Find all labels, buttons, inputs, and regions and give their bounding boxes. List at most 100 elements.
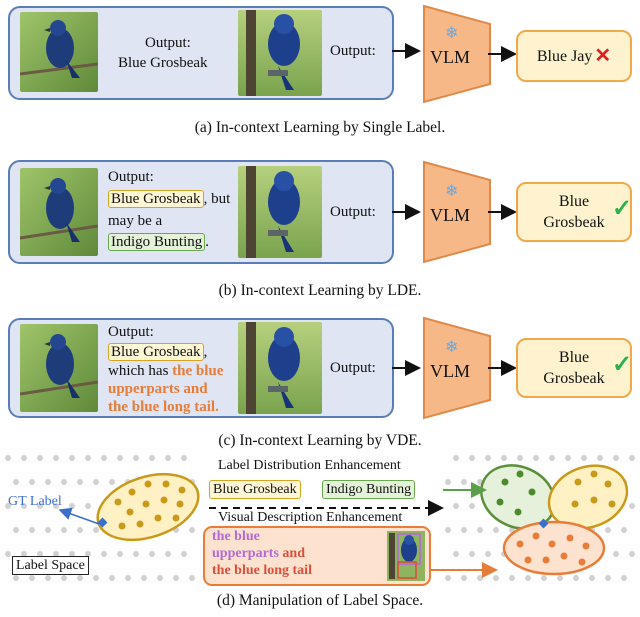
output-line4: Indigo Bunting.: [108, 233, 209, 252]
label-space-dot: [493, 527, 499, 533]
label-space-dot: [117, 455, 123, 461]
gt-label: GT Label: [8, 494, 62, 509]
output-label: Output:: [108, 324, 154, 340]
label-space-dot: [181, 551, 187, 557]
label-space-dot: [477, 527, 483, 533]
cluster-point: [176, 500, 184, 508]
result-box-a: Blue Jay ✕: [516, 30, 632, 82]
label-space-dot: [21, 551, 27, 557]
label-space-dot: [453, 455, 459, 461]
label-space-dot: [117, 551, 123, 557]
label-space-dot: [157, 575, 163, 581]
label-space-dot: [69, 551, 75, 557]
arrow-icon: [488, 204, 517, 220]
cluster-point: [126, 508, 134, 516]
label-space-dot: [165, 551, 171, 557]
label-space-dot: [565, 455, 571, 461]
output-line2: Blue Grosbeak,: [108, 343, 207, 362]
label-space-dot: [45, 527, 51, 533]
label-space-dot: [125, 575, 131, 581]
label-space-dot: [77, 527, 83, 533]
label-space-dot: [13, 527, 19, 533]
label-space-canvas: [5, 455, 635, 586]
label-space-dot: [189, 527, 195, 533]
gt-label-marker: [538, 518, 549, 529]
cluster-point: [516, 540, 524, 548]
cluster-point: [590, 470, 598, 478]
cluster-point: [154, 514, 162, 522]
cluster-point: [582, 542, 590, 550]
cluster-point: [548, 540, 556, 548]
cluster-point: [524, 556, 532, 564]
result-line1: Blue: [558, 349, 590, 366]
visual-description: upperparts and: [108, 381, 208, 397]
cluster-point: [571, 500, 579, 508]
label-space-dot: [53, 503, 59, 509]
label-space-dot: [461, 479, 467, 485]
desc-line2: upperparts and: [212, 545, 305, 562]
label-space-dot: [109, 575, 115, 581]
output-value: Blue Grosbeak: [118, 55, 208, 71]
query-output-label: Output:: [330, 43, 376, 59]
gt-label-marker: [97, 517, 108, 528]
bird-photo: [238, 166, 322, 258]
bird-photo: [238, 10, 322, 96]
label-space-dot: [533, 455, 539, 461]
cluster-point: [172, 514, 180, 522]
cluster-point: [574, 478, 582, 486]
cluster-point: [566, 534, 574, 542]
query-output-label: Output:: [330, 204, 376, 220]
visual-description-cluster: [502, 520, 606, 576]
label-space-dot: [477, 575, 483, 581]
cluster-point: [528, 488, 536, 496]
label-space-dot: [469, 551, 475, 557]
query-output-label: Output:: [330, 360, 376, 376]
caption-b: (b) In-context Learning by LDE.: [218, 282, 422, 299]
label-space-dot: [21, 503, 27, 509]
cluster-point: [142, 500, 150, 508]
label-space-dot: [21, 455, 27, 461]
arrow-icon: [488, 360, 517, 376]
label-space-dot: [5, 503, 11, 509]
label-space-dot: [453, 551, 459, 557]
arrow-icon: [488, 46, 517, 62]
label-space-dot: [53, 551, 59, 557]
label-space-dot: [93, 527, 99, 533]
label-space-dot: [149, 551, 155, 557]
vlm-block: [423, 4, 491, 104]
arrow-icon: [392, 360, 421, 376]
snowflake-icon: ❄: [445, 25, 459, 42]
cluster-point: [496, 498, 504, 506]
cluster-point: [128, 488, 136, 496]
label-space-dot: [541, 575, 547, 581]
bird-photo: [387, 531, 425, 581]
label-tag-indigo-bunting: Indigo Bunting: [108, 233, 206, 251]
output-label: Output:: [145, 35, 191, 51]
label-space-dot: [445, 479, 451, 485]
snowflake-icon: ❄: [445, 183, 459, 200]
bird-photo: [20, 12, 98, 92]
but-text: , but: [203, 191, 231, 207]
label-space-dot: [597, 455, 603, 461]
upperparts-text: upperparts: [212, 546, 279, 561]
cluster-point: [144, 480, 152, 488]
label-space-dot: [517, 455, 523, 461]
cluster-point: [604, 480, 612, 488]
label-space-dot: [613, 455, 619, 461]
label-space-dot: [485, 455, 491, 461]
label-space-dot: [29, 575, 35, 581]
bird-photo: [238, 322, 322, 414]
label-space-dot: [189, 575, 195, 581]
vlm-block: [423, 160, 491, 264]
label-space-dot: [173, 575, 179, 581]
desc-line1: the blue: [212, 529, 260, 544]
vde-title: Visual Description Enhancement: [218, 510, 403, 525]
cross-icon: ✕: [594, 44, 612, 67]
vlm-label: VLM: [430, 205, 470, 225]
label-space-dot: [493, 575, 499, 581]
label-space-dot: [453, 503, 459, 509]
lde-title: Label Distribution Enhancement: [218, 458, 401, 473]
label-space-dot: [5, 551, 11, 557]
label-space-label: Label Space: [12, 556, 89, 575]
label-space-dot: [469, 455, 475, 461]
